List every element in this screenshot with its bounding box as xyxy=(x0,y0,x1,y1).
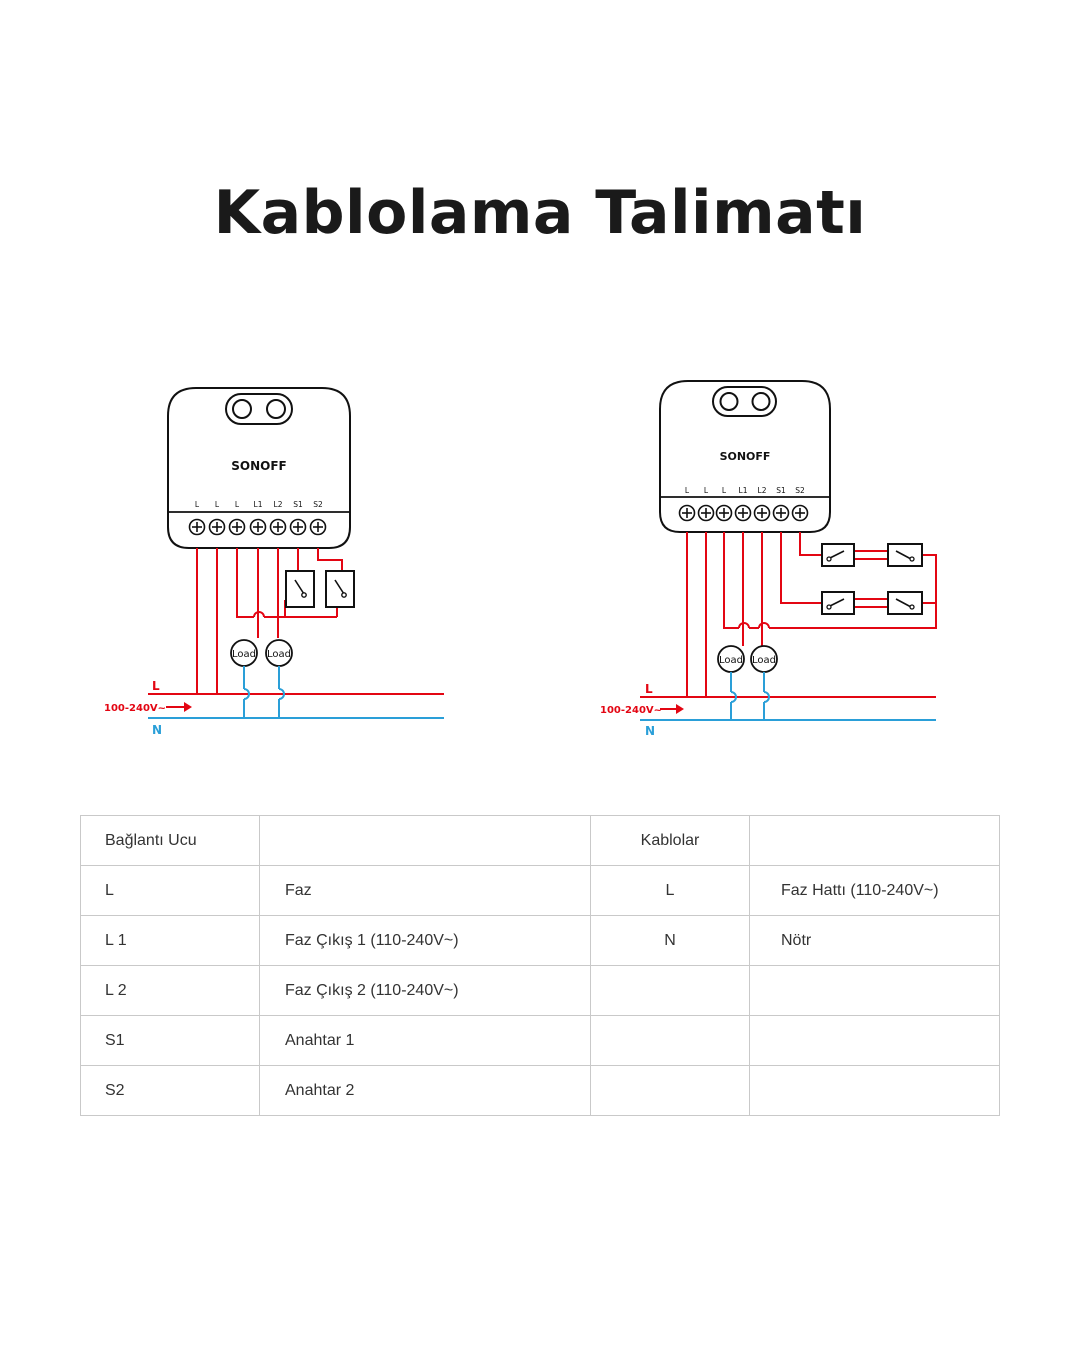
brand-logo: SONOFF xyxy=(231,459,286,473)
table-cell xyxy=(259,815,591,866)
table-cell: Kablolar xyxy=(590,815,750,866)
table-cell: Nötr xyxy=(749,915,1000,966)
load-label: Load xyxy=(267,649,291,660)
two-way-switch-2b xyxy=(887,591,923,615)
wiring-diagrams: SONOFF L L L L1 L2 S1 S2 xyxy=(104,380,937,738)
load-2: Load xyxy=(265,639,293,667)
table-cell xyxy=(590,965,750,1016)
terminal-label: L xyxy=(195,500,200,509)
terminal-label: L2 xyxy=(274,500,283,509)
terminal-label: L1 xyxy=(739,486,748,495)
load-1: Load xyxy=(717,645,745,673)
terminal-label: L xyxy=(215,500,220,509)
table-cell xyxy=(590,1015,750,1066)
terminal-label: L xyxy=(722,486,727,495)
wiring-diagram-single-switch: SONOFF L L L L1 L2 S1 S2 xyxy=(104,387,444,737)
table-cell xyxy=(749,815,1000,866)
line-wires xyxy=(640,532,937,698)
table-cell: Faz Hattı (110-240V~) xyxy=(749,865,1000,916)
terminal-label: L2 xyxy=(758,486,767,495)
line-label: L xyxy=(645,682,653,696)
table-cell: Bağlantı Ucu xyxy=(80,815,260,866)
table-cell: S2 xyxy=(80,1065,260,1116)
load-2: Load xyxy=(750,645,778,673)
voltage-label: 100-240V~ xyxy=(600,705,662,716)
line-label: L xyxy=(152,679,160,693)
wiring-diagram-two-way-switch: SONOFF L L L L1 L2 S1 S2 xyxy=(600,380,937,738)
load-label: Load xyxy=(232,649,256,660)
table-cell: Anahtar 2 xyxy=(259,1065,591,1116)
table-cell: Faz Çıkış 2 (110-240V~) xyxy=(259,965,591,1016)
wall-switch-2 xyxy=(325,570,355,608)
terminal-label: L xyxy=(235,500,240,509)
load-1: Load xyxy=(230,639,258,667)
terminal-label: L1 xyxy=(254,500,263,509)
table-header-row: Bağlantı Ucu Kablolar xyxy=(80,815,1000,866)
terminal-label: S2 xyxy=(795,486,805,495)
input-arrow-icon xyxy=(660,704,684,714)
input-arrow-icon xyxy=(166,702,192,712)
table-cell: Faz Çıkış 1 (110-240V~) xyxy=(259,915,591,966)
table-cell: Faz xyxy=(259,865,591,916)
voltage-label: 100-240V~ xyxy=(104,703,166,714)
terminal-label: L xyxy=(685,486,690,495)
relay-device: SONOFF L L L L1 L2 S1 S2 xyxy=(167,387,351,549)
table-cell xyxy=(749,1015,1000,1066)
table-cell: Anahtar 1 xyxy=(259,1015,591,1066)
relay-device: SONOFF L L L L1 L2 S1 S2 xyxy=(659,380,831,533)
terminal-label: L xyxy=(704,486,709,495)
load-label: Load xyxy=(719,655,743,666)
table-cell: S1 xyxy=(80,1015,260,1066)
terminal-label: S1 xyxy=(776,486,786,495)
table-cell: L xyxy=(590,865,750,916)
neutral-wires xyxy=(640,672,936,721)
terminal-label: S1 xyxy=(293,500,303,509)
two-way-switch-1b xyxy=(887,543,923,567)
wall-switch-1 xyxy=(285,570,315,608)
line-wires xyxy=(148,548,444,695)
two-way-switch-1a xyxy=(821,543,855,567)
two-way-switch-2a xyxy=(821,591,855,615)
table-cell xyxy=(749,1065,1000,1116)
page-title: Kablolama Talimatı xyxy=(213,178,867,248)
table-cell: N xyxy=(590,915,750,966)
table-cell: L 2 xyxy=(80,965,260,1016)
neutral-label: N xyxy=(645,724,655,738)
table-cell xyxy=(590,1065,750,1116)
table-cell: L xyxy=(80,865,260,916)
load-label: Load xyxy=(752,655,776,666)
terminal-label: S2 xyxy=(313,500,323,509)
neutral-wires xyxy=(148,666,444,719)
neutral-label: N xyxy=(152,723,162,737)
table-cell xyxy=(749,965,1000,1016)
table-cell: L 1 xyxy=(80,915,260,966)
brand-logo: SONOFF xyxy=(720,450,771,463)
